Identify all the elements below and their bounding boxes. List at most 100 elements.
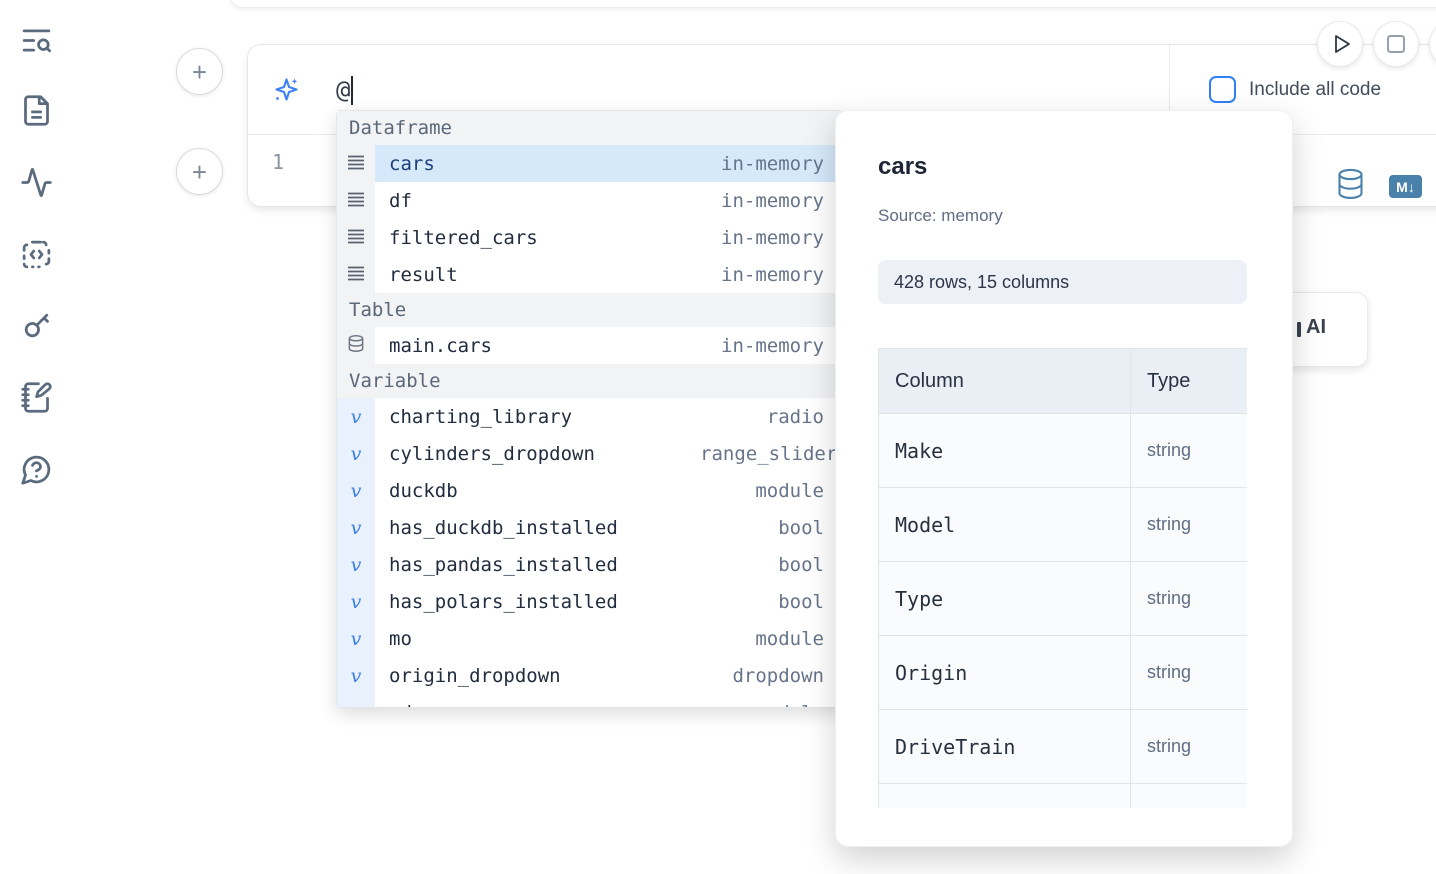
datasource-icon[interactable]	[1337, 168, 1364, 205]
autocomplete-item-type: in-memory	[721, 334, 824, 357]
variable-icon: v	[350, 553, 362, 576]
autocomplete-item-content: has_pandas_installed bool	[375, 546, 842, 583]
ai-prompt-input[interactable]: @	[336, 73, 354, 107]
run-cell-button[interactable]	[1318, 22, 1362, 66]
autocomplete-item-gutter: v	[337, 398, 375, 435]
dataframe-rows-icon	[347, 265, 365, 285]
autocomplete-item-name: df	[389, 189, 412, 212]
autocomplete-item-gutter: v	[337, 472, 375, 509]
checkbox-unchecked[interactable]	[1209, 76, 1236, 103]
autocomplete-item-gutter: v	[337, 509, 375, 546]
autocomplete-item-gutter: v	[337, 435, 375, 472]
schema-column-name: Type	[878, 561, 1131, 636]
ai-button-label: AI	[1306, 316, 1326, 338]
dataframe-rows-icon	[347, 228, 365, 248]
autocomplete-item-name: result	[389, 263, 458, 286]
autocomplete-item-name: has_pandas_installed	[389, 553, 618, 576]
autocomplete-item[interactable]: v charting_library radio	[337, 398, 842, 435]
variable-icon: v	[350, 590, 362, 613]
autocomplete-item-name: charting_library	[389, 405, 573, 428]
sidebar-help-chat-icon[interactable]	[20, 453, 53, 486]
autocomplete-item-gutter	[337, 256, 375, 293]
autocomplete-item-gutter: v	[337, 546, 375, 583]
autocomplete-item[interactable]: v origin_dropdown dropdown	[337, 657, 842, 694]
autocomplete-item-name: pd	[389, 702, 412, 708]
autocomplete-item-type: in-memory	[721, 226, 824, 249]
autocomplete-item-content: mo module	[375, 620, 842, 657]
schema-column-type: string	[1130, 413, 1247, 488]
line-number: 1	[271, 150, 285, 174]
sparkles-ai-icon	[273, 76, 300, 103]
add-cell-below-button[interactable]: +	[176, 148, 223, 195]
schema-column-name: Origin	[878, 635, 1131, 710]
autocomplete-item-name: origin_dropdown	[389, 664, 561, 687]
stop-button[interactable]	[1374, 22, 1418, 66]
autocomplete-item[interactable]: result in-memory	[337, 256, 842, 293]
autocomplete-item-gutter: v	[337, 657, 375, 694]
autocomplete-item-type: bool	[778, 553, 824, 576]
autocomplete-item-type: dropdown	[732, 664, 824, 687]
autocomplete-item-type: in-memory	[721, 263, 824, 286]
preview-title: cars	[878, 153, 928, 180]
autocomplete-item-gutter	[337, 145, 375, 182]
autocomplete-item[interactable]: v has_pandas_installed bool	[337, 546, 842, 583]
autocomplete-item-name: duckdb	[389, 479, 458, 502]
dataframe-rows-icon	[347, 154, 365, 174]
preview-shape-badge: 428 rows, 15 columns	[878, 260, 1247, 304]
add-cell-above-button[interactable]: +	[176, 48, 223, 95]
dataframe-rows-icon	[347, 191, 365, 211]
dataframe-preview-popup: cars Source: memory 428 rows, 15 columns…	[835, 110, 1293, 847]
autocomplete-item-gutter	[337, 327, 375, 364]
code-editor-row[interactable]: 1	[248, 135, 1436, 206]
autocomplete-item-type: bool	[778, 516, 824, 539]
sidebar-text-search-icon[interactable]	[20, 24, 53, 57]
markdown-icon[interactable]: M↓	[1389, 175, 1422, 198]
autocomplete-item-type: in-memory	[721, 189, 824, 212]
autocomplete-item-type: range_slider	[700, 442, 838, 465]
table-database-icon	[348, 335, 364, 356]
autocomplete-item-name: has_polars_installed	[389, 590, 618, 613]
schema-row-partial	[878, 783, 1247, 808]
autocomplete-item-type: module	[755, 627, 824, 650]
sidebar-code-snippets-icon[interactable]	[20, 238, 53, 271]
include-all-code-checkbox[interactable]: Include all code	[1170, 45, 1436, 134]
sidebar-file-text-icon[interactable]	[20, 94, 53, 127]
sidebar-activity-icon[interactable]	[20, 166, 53, 199]
sidebar-notebook-pen-icon[interactable]	[20, 381, 53, 414]
autocomplete-item-type: module	[700, 702, 824, 708]
autocomplete-item-content: charting_library radio	[375, 398, 842, 435]
schema-column-type: string	[1130, 561, 1247, 636]
schema-header-cell: Column	[878, 348, 1131, 414]
autocomplete-item-content: result in-memory	[375, 256, 842, 293]
autocomplete-item-type: radio	[766, 405, 824, 428]
autocomplete-item-gutter	[337, 219, 375, 256]
autocomplete-item[interactable]: vpdmodule	[337, 694, 842, 707]
sidebar-key-icon[interactable]	[20, 309, 53, 342]
cell-panel-icons: M↓	[1337, 168, 1422, 205]
autocomplete-item[interactable]: df in-memory	[337, 182, 842, 219]
autocomplete-item-gutter: v	[337, 583, 375, 620]
autocomplete-item-name: mo	[389, 627, 412, 650]
preview-source: Source: memory	[878, 206, 1003, 225]
variable-icon: v	[350, 664, 362, 687]
autocomplete-item-gutter	[337, 182, 375, 219]
extra-run-control-button[interactable]	[1430, 22, 1436, 66]
